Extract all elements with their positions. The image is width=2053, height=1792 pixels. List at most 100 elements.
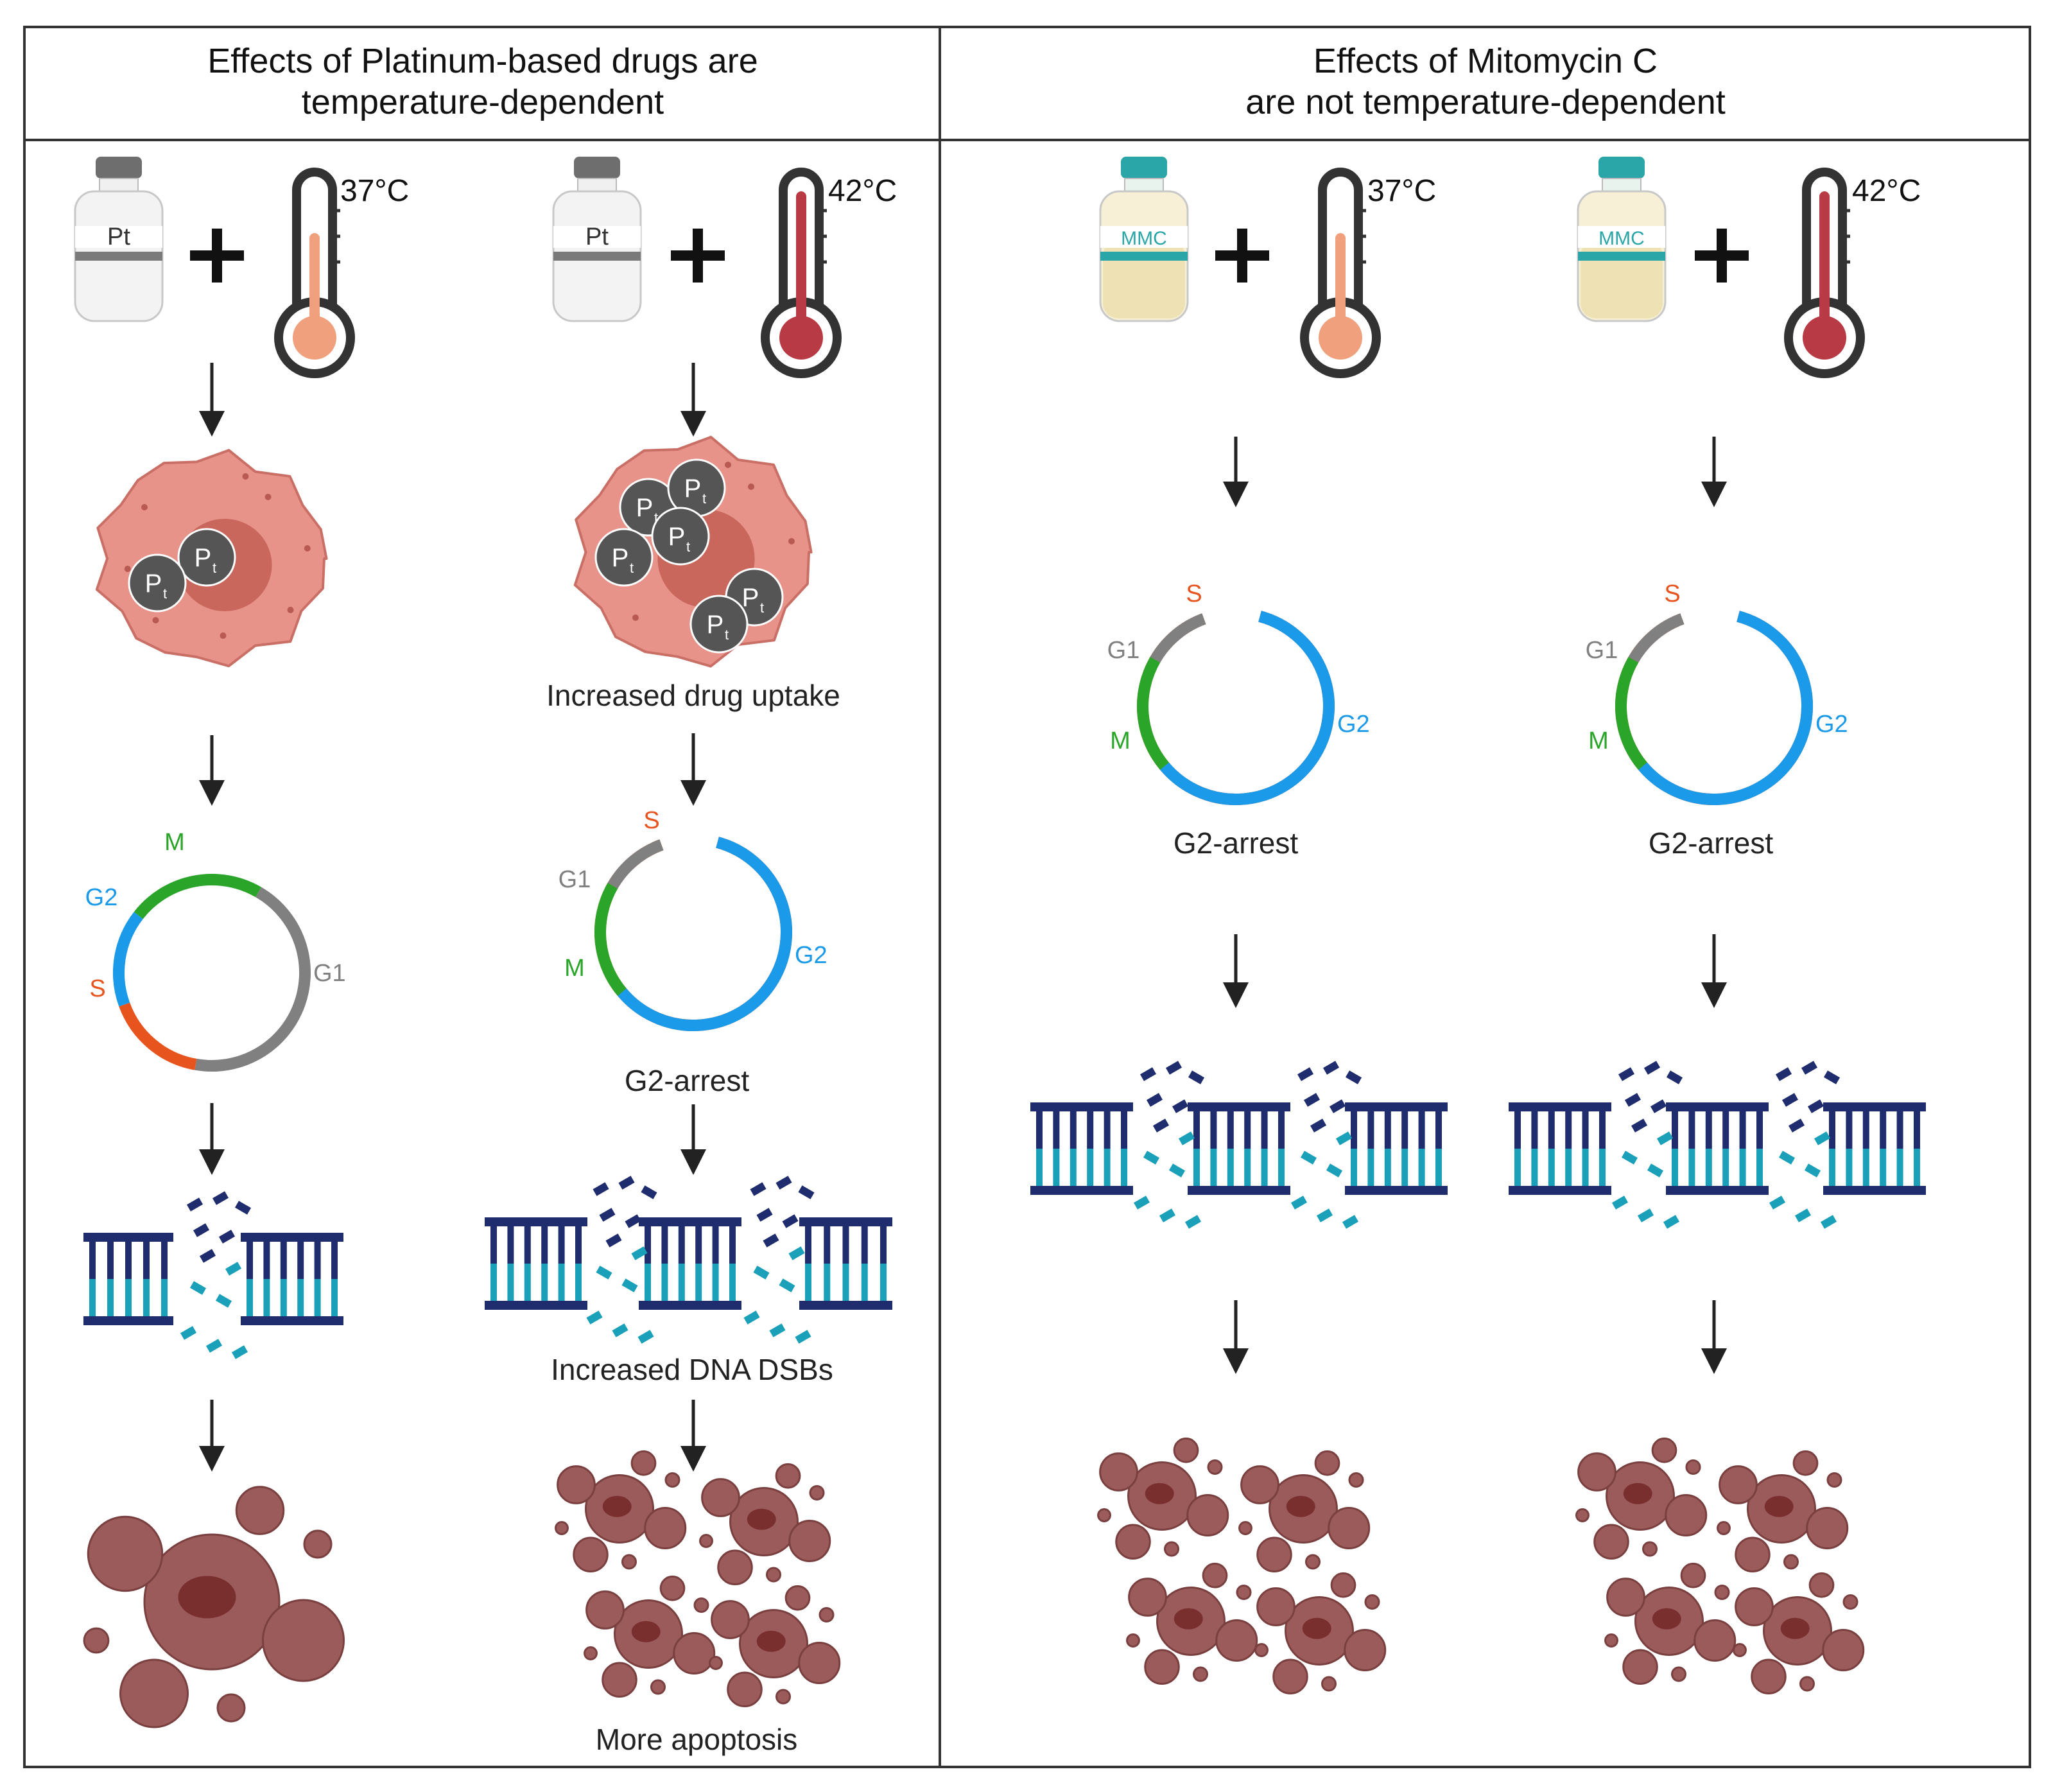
dna-base-lower <box>1846 1149 1853 1186</box>
cell-granule <box>152 617 159 623</box>
apoptotic-body <box>1593 1524 1629 1560</box>
apoptotic-body <box>701 1478 740 1517</box>
cell-granule <box>141 504 148 510</box>
dna-base-lower <box>1514 1149 1521 1186</box>
thermometer-pt-37 <box>274 168 355 378</box>
dna-base-lower <box>541 1264 548 1301</box>
dna-base-lower <box>1278 1149 1285 1186</box>
dna-strand-top <box>83 1233 173 1242</box>
vial-band <box>75 252 162 261</box>
dna-base-lower <box>490 1264 497 1301</box>
apoptotic-fragment <box>1302 1617 1331 1639</box>
dna-fragment <box>596 1266 612 1280</box>
dna-base-upper <box>524 1226 531 1264</box>
apoptotic-body <box>1186 1494 1229 1536</box>
dna-base-lower <box>331 1279 338 1316</box>
dna-base-lower <box>107 1279 114 1316</box>
dna-fragment <box>1290 1196 1308 1210</box>
dna-base-upper <box>89 1242 96 1279</box>
dna-base-lower <box>1367 1149 1374 1186</box>
cycle-phase-label: G1 <box>1107 637 1140 664</box>
dna-base-upper <box>1193 1111 1200 1149</box>
thermometer-pt-42 <box>761 168 842 378</box>
apoptotic-body <box>557 1465 596 1504</box>
cycle-phase-label: S <box>89 975 105 1002</box>
temp-label-pt-37: 37°C <box>340 174 410 208</box>
apoptosis-mmc-37-a <box>1097 1437 1229 1560</box>
dna-strand-top <box>639 1217 741 1226</box>
dna-base-lower <box>1688 1149 1695 1186</box>
dna-fragment <box>1624 1093 1642 1107</box>
dna-strand-bottom <box>639 1301 741 1310</box>
vial-band <box>553 252 641 261</box>
apoptotic-body <box>775 1689 791 1705</box>
vial-label-area <box>75 226 162 248</box>
apoptotic-fragment <box>1286 1495 1315 1517</box>
dna-base-lower <box>1548 1149 1555 1186</box>
dna-base-upper <box>161 1242 168 1279</box>
cycle-phase-label: S <box>643 807 659 834</box>
apoptotic-body <box>1173 1437 1199 1463</box>
dna-fragment <box>1303 1093 1321 1107</box>
dna-fragment <box>641 1185 657 1199</box>
dna-base-upper <box>1384 1111 1391 1149</box>
dna-base-upper <box>1514 1111 1521 1149</box>
caption-increased-uptake: Increased drug uptake <box>546 679 840 712</box>
dna-base-lower <box>1418 1149 1425 1186</box>
dna-strand-bottom <box>241 1316 343 1325</box>
dna-fragment <box>1647 1163 1664 1178</box>
thermometer-mmc-42 <box>1784 168 1865 378</box>
dna-strand-top <box>1188 1102 1290 1111</box>
apoptotic-body <box>585 1590 625 1630</box>
apoptotic-body <box>1236 1585 1252 1600</box>
apoptotic-body <box>1735 1536 1771 1572</box>
apoptotic-body <box>1364 1594 1380 1610</box>
dna-fragment <box>218 1230 236 1244</box>
platinum-sphere-body <box>128 553 187 613</box>
vial-neck <box>577 178 617 192</box>
dna-base-lower <box>1193 1149 1200 1186</box>
dna-base-upper <box>575 1226 582 1264</box>
dna-base-upper <box>842 1226 849 1264</box>
vial-mmc-42: MMC <box>1577 157 1667 322</box>
dna-base-lower <box>1739 1149 1746 1186</box>
dna-strand-bottom <box>83 1316 173 1325</box>
vial-drug-label: Pt <box>585 223 609 250</box>
apoptotic-body <box>1202 1562 1228 1588</box>
dna-fragment <box>1300 1151 1317 1165</box>
caption-increased-dsbs: Increased DNA DSBs <box>551 1353 833 1386</box>
dna-strand-top <box>1666 1102 1769 1111</box>
apoptotic-fragment <box>602 1495 632 1517</box>
vial-label-area <box>1100 226 1188 248</box>
vial-cap <box>96 157 142 178</box>
apoptotic-body <box>1164 1541 1179 1557</box>
dna-strand-bottom <box>485 1301 587 1310</box>
plus-vertical <box>1717 229 1727 283</box>
dna-base-lower <box>161 1279 168 1316</box>
dna-fragment <box>586 1310 603 1325</box>
dna-base-lower <box>805 1264 811 1301</box>
dna-base-lower <box>1261 1149 1268 1186</box>
dna-fragment <box>199 1249 216 1263</box>
apoptotic-fragment <box>1764 1495 1794 1517</box>
apoptosis-pt-42-d <box>709 1585 841 1707</box>
dna-fragment <box>212 1191 229 1205</box>
dna-fragment <box>1168 1163 1186 1178</box>
apoptosis-mmc-37-c <box>1126 1562 1258 1685</box>
thermometer-bulb-fill <box>1319 316 1362 360</box>
caption-more-apoptosis: More apoptosis <box>595 1723 798 1756</box>
dna-fragment <box>1637 1208 1654 1222</box>
apoptotic-body <box>1822 1629 1865 1671</box>
dna-base-lower <box>695 1264 702 1301</box>
dna-base-lower <box>1599 1149 1606 1186</box>
apoptotic-body <box>1665 1494 1708 1536</box>
dna-fragment <box>1807 1099 1824 1113</box>
apoptotic-body <box>630 1450 657 1476</box>
dna-strand-bottom <box>1823 1186 1926 1195</box>
header-platinum: Effects of Platinum-based drugs are temp… <box>26 33 940 130</box>
